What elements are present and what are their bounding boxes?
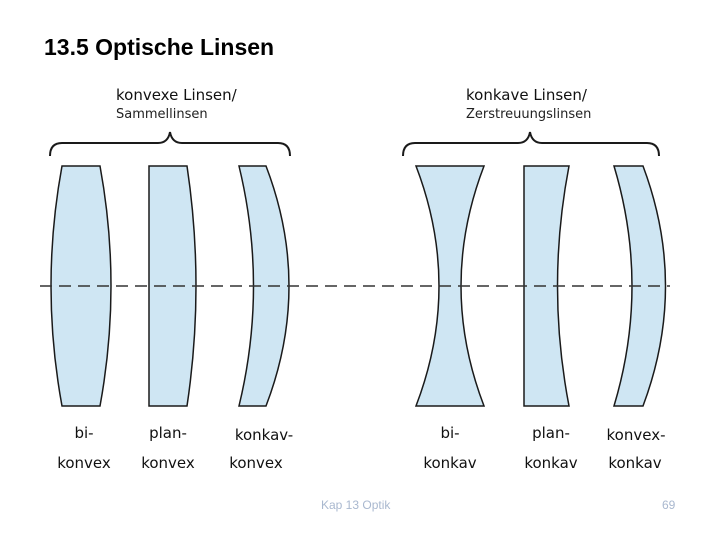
lens-label-biconcave-line1: bi- (440, 424, 460, 442)
lens-label-planoconcave-line2: konkav (524, 454, 578, 472)
convex-group-subtitle: Sammellinsen (116, 107, 208, 122)
lens-label-biconcave-line2: konkav (423, 454, 477, 472)
lens-label-biconvex-line1: bi- (74, 424, 94, 442)
page-title: 13.5 Optische Linsen (44, 34, 275, 60)
lens-label-concavo-convex-line1: konkav- (234, 426, 294, 444)
lens-label-planoconvex-line1: plan- (149, 424, 187, 442)
convex-group-title: konvexe Linsen/ (116, 86, 237, 104)
lens-label-convex-concave-line1: konvex- (606, 426, 666, 444)
concavo-convex-lens (238, 165, 290, 407)
planoconcave-lens (523, 165, 570, 407)
footer-chapter: Kap 13 Optik (321, 498, 391, 512)
lens-label-planoconcave-line1: plan- (532, 424, 570, 442)
lens-label-convex-concave-line2: konkav (608, 454, 662, 472)
convex-group-label: konvexe Linsen/ Sammellinsen (116, 86, 237, 124)
footer-page-number: 69 (662, 498, 676, 512)
lens-label-biconvex-line2: konvex (57, 454, 111, 472)
planoconvex-lens (148, 165, 197, 407)
concave-group-title: konkave Linsen/ (466, 86, 587, 104)
convex-group-brace (49, 131, 291, 157)
concave-group-brace (402, 131, 660, 157)
concave-group-label: konkave Linsen/ Zerstreuungslinsen (466, 86, 591, 124)
concave-group-subtitle: Zerstreuungslinsen (466, 107, 592, 122)
lens-label-concavo-convex-line2: konvex (229, 454, 283, 472)
lens-label-planoconvex-line2: konvex (141, 454, 195, 472)
